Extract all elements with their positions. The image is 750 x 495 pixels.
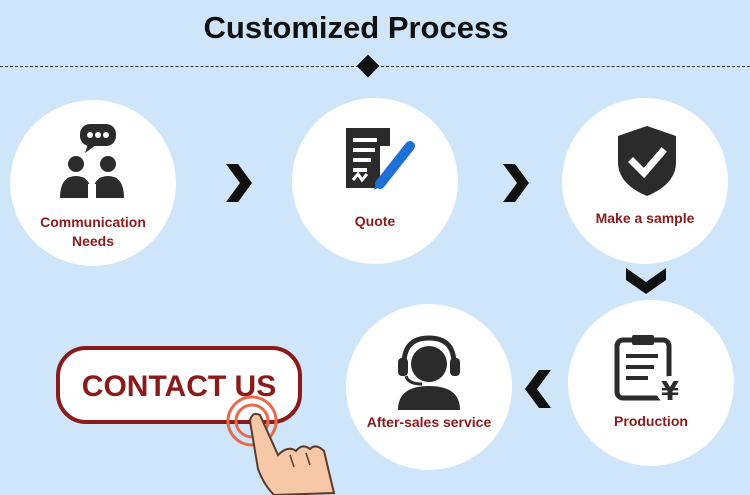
step-after-sales-service: After-sales service xyxy=(346,304,512,470)
step-label: Quote xyxy=(354,213,396,229)
step-label-line2: Needs xyxy=(71,233,115,249)
pointing-hand-icon xyxy=(226,395,336,495)
shield-check-icon xyxy=(618,126,676,196)
clipboard-yen-icon: ¥ xyxy=(614,335,684,407)
step-label: Make a sample xyxy=(595,210,695,226)
arrow-down-icon xyxy=(626,268,666,294)
document-pen-icon xyxy=(346,128,415,190)
svg-text:¥: ¥ xyxy=(661,377,679,407)
step-make-a-sample: Make a sample xyxy=(562,98,728,264)
headset-user-icon xyxy=(398,335,460,410)
step-communication-needs: Communication Needs xyxy=(10,100,176,266)
contact-us-button[interactable]: CONTACT US xyxy=(56,346,302,424)
people-chat-icon xyxy=(60,124,124,198)
step-label-line1: Communication xyxy=(40,214,146,230)
step-label: After-sales service xyxy=(366,414,492,430)
step-label: Production xyxy=(614,413,688,429)
arrow-right-icon xyxy=(503,164,529,202)
arrow-left-icon xyxy=(525,370,551,408)
page-title: Customized Process xyxy=(203,10,509,45)
diamond-icon xyxy=(356,54,380,78)
step-production: ¥ Production xyxy=(568,300,734,466)
arrow-right-icon xyxy=(226,164,252,202)
step-quote: Quote xyxy=(292,98,458,264)
